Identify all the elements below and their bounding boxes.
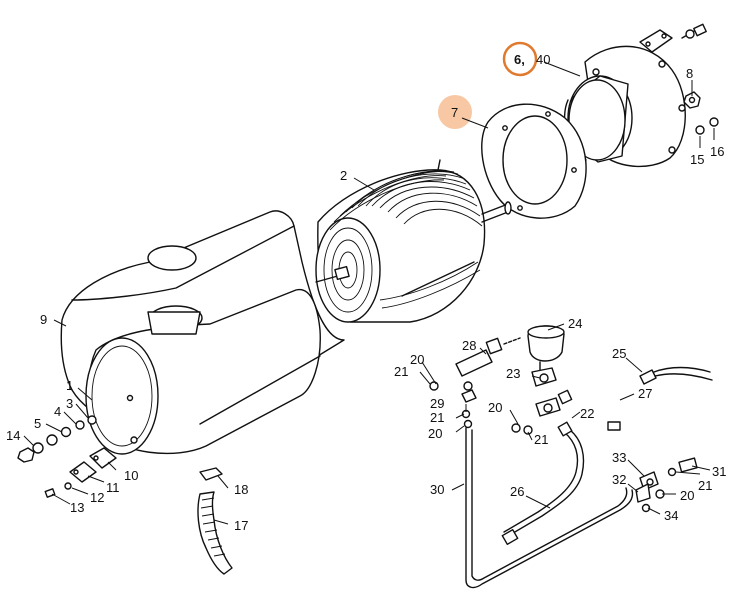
callout-24[interactable]: 24	[568, 316, 582, 331]
callout-5[interactable]: 5	[34, 416, 41, 431]
callout-18[interactable]: 18	[234, 482, 248, 497]
pipe-27	[557, 378, 621, 431]
callout-33[interactable]: 33	[612, 450, 626, 465]
expansion-vessel-24	[527, 325, 565, 373]
callout-34[interactable]: 34	[664, 508, 678, 523]
bracket-10-11	[44, 447, 117, 498]
pipe-30	[465, 427, 634, 589]
callout-15[interactable]: 15	[690, 152, 704, 167]
callout-20a[interactable]: 20	[410, 352, 424, 367]
fitting-20-21-mid	[511, 397, 561, 435]
callout-14[interactable]: 14	[6, 428, 20, 443]
flange-cover	[563, 45, 686, 168]
callout-26[interactable]: 26	[510, 484, 524, 499]
callout-27[interactable]: 27	[638, 386, 652, 401]
callout-8[interactable]: 8	[686, 66, 693, 81]
callout-20b[interactable]: 20	[428, 426, 442, 441]
callout-32[interactable]: 32	[612, 472, 626, 487]
heating-coil	[315, 159, 512, 323]
callout-6[interactable]: 6,	[514, 52, 525, 67]
callout-20c[interactable]: 20	[488, 400, 502, 415]
tank-assembly	[60, 210, 345, 455]
callout-25[interactable]: 25	[612, 346, 626, 361]
callout-12[interactable]: 12	[90, 490, 104, 505]
callout-2[interactable]: 2	[340, 168, 347, 183]
callout-9[interactable]: 9	[40, 312, 47, 327]
callout-21b[interactable]: 21	[430, 410, 444, 425]
callout-21d[interactable]: 21	[698, 478, 712, 493]
callout-4[interactable]: 4	[54, 404, 61, 419]
fitting-23	[531, 367, 557, 387]
callout-3[interactable]: 3	[66, 396, 73, 411]
washer-15	[695, 125, 705, 135]
washer-16	[709, 117, 719, 127]
callout-31[interactable]: 31	[712, 464, 726, 479]
hose-17-clamp-18	[197, 467, 233, 575]
callout-17[interactable]: 17	[234, 518, 248, 533]
callout-16[interactable]: 16	[710, 144, 724, 159]
pipe-26	[501, 421, 585, 546]
callout-28[interactable]: 28	[462, 338, 476, 353]
clamp-plate	[639, 23, 707, 53]
callout-11[interactable]: 11	[106, 480, 120, 495]
callout-10[interactable]: 10	[124, 468, 138, 483]
callout-22[interactable]: 22	[580, 406, 594, 421]
leader-lines	[23, 61, 715, 525]
callout-7[interactable]: 7	[451, 105, 458, 120]
callout-13[interactable]: 13	[70, 500, 84, 515]
callout-29[interactable]: 29	[430, 396, 444, 411]
gasket-7	[481, 103, 587, 219]
callout-21a[interactable]: 21	[394, 364, 408, 379]
callout-40[interactable]: 40	[536, 52, 550, 67]
fitting-31-34	[635, 457, 698, 513]
fastener-set-left	[17, 415, 97, 463]
sensor-25	[639, 366, 713, 385]
callout-30[interactable]: 30	[430, 482, 444, 497]
nut-8	[683, 91, 701, 109]
callout-21c[interactable]: 21	[534, 432, 548, 447]
callout-20d[interactable]: 20	[680, 488, 694, 503]
callout-1[interactable]: 1	[66, 378, 73, 393]
highlight-ring-6[interactable]	[502, 41, 538, 77]
callout-23[interactable]: 23	[506, 366, 520, 381]
highlight-fill-7[interactable]	[438, 95, 472, 129]
callout-labels: 6, 40 7 8 15 16 2 9 1 3 4 5 14 10 11 12 …	[6, 52, 726, 533]
fitting-28	[455, 337, 521, 377]
